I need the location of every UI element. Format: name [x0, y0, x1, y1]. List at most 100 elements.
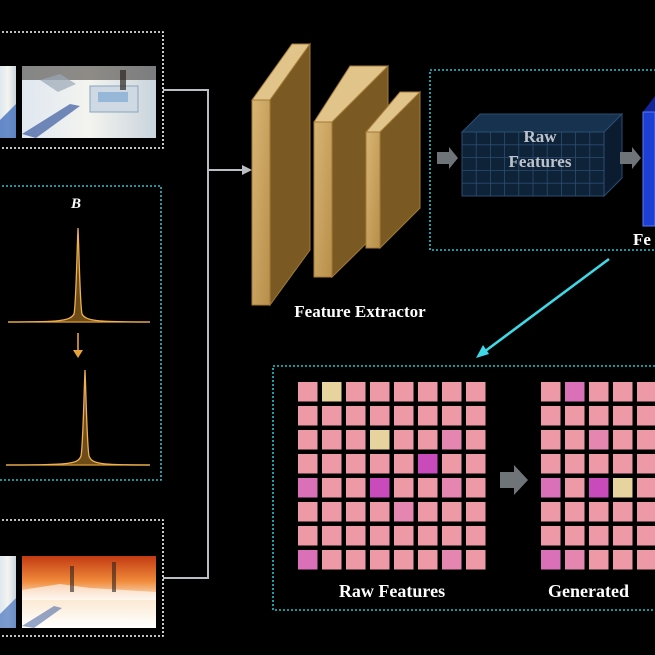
generated-features-grid — [541, 382, 655, 570]
raw-features-caption: Raw Features — [339, 581, 445, 601]
feature-cell — [442, 406, 462, 426]
feature-cell — [394, 454, 414, 474]
feature-cell — [589, 406, 609, 426]
feature-cell — [346, 478, 366, 498]
feature-cell — [370, 454, 390, 474]
extractor-block-3 — [364, 90, 422, 250]
feature-cell — [298, 502, 318, 522]
feature-cell — [370, 478, 390, 498]
feature-cell — [589, 382, 609, 402]
feature-cell — [466, 382, 486, 402]
feature-cell — [322, 502, 342, 522]
feature-cell — [541, 526, 561, 546]
camera-image-2 — [22, 66, 156, 138]
feature-cell — [394, 406, 414, 426]
feature-cell — [346, 502, 366, 522]
feature-cell — [346, 406, 366, 426]
feature-cell — [370, 526, 390, 546]
feature-cell — [613, 406, 633, 426]
feature-cell — [541, 382, 561, 402]
b-title: B — [70, 196, 81, 212]
raw-features-grid — [298, 382, 486, 570]
feature-cell — [370, 502, 390, 522]
fe-label: Fe — [633, 230, 651, 249]
feature-cell — [394, 382, 414, 402]
feature-cell — [442, 550, 462, 570]
feature-cell — [322, 430, 342, 450]
feature-cell — [298, 550, 318, 570]
feature-cell — [370, 430, 390, 450]
feature-cell — [394, 550, 414, 570]
b-distribution-frame: B — [0, 185, 162, 481]
top-image-frame — [0, 31, 164, 149]
feature-cell — [589, 430, 609, 450]
feature-cell — [346, 526, 366, 546]
raw-features-frame: Raw Features Fe — [429, 69, 655, 251]
bottom-image-frame — [0, 519, 164, 637]
generated-caption: Generated — [548, 581, 629, 601]
feature-cell — [589, 478, 609, 498]
feature-cell — [418, 550, 438, 570]
feature-cell — [466, 406, 486, 426]
extractor-block-1 — [251, 42, 311, 307]
feature-cell — [418, 430, 438, 450]
feature-cell — [322, 526, 342, 546]
feature-cell — [466, 478, 486, 498]
feature-cell — [298, 382, 318, 402]
feature-cell — [637, 454, 655, 474]
feature-cell — [370, 550, 390, 570]
feature-cell — [346, 550, 366, 570]
feature-cell — [322, 478, 342, 498]
feature-extractor-label: Feature Extractor — [294, 302, 426, 321]
feature-cell — [565, 454, 585, 474]
feature-cell — [637, 406, 655, 426]
feature-cell — [637, 478, 655, 498]
feature-cell — [541, 478, 561, 498]
feature-cell — [541, 550, 561, 570]
feature-cell — [466, 526, 486, 546]
feature-cell — [370, 382, 390, 402]
feature-cell — [394, 526, 414, 546]
feature-cell — [298, 406, 318, 426]
feature-cell — [637, 550, 655, 570]
feature-cell — [442, 382, 462, 402]
feature-cell — [613, 382, 633, 402]
feature-cell — [613, 478, 633, 498]
feature-cell — [442, 502, 462, 522]
feature-cell — [565, 550, 585, 570]
down-arrow — [73, 333, 83, 358]
feature-cell — [418, 454, 438, 474]
feature-cell — [298, 454, 318, 474]
feature-cell — [541, 430, 561, 450]
feature-cell — [370, 406, 390, 426]
raw-block-label-line1: Raw — [523, 127, 557, 146]
feature-cell — [322, 382, 342, 402]
feature-cell — [466, 430, 486, 450]
feature-cell — [466, 550, 486, 570]
feature-cell — [418, 382, 438, 402]
feature-cell — [298, 478, 318, 498]
feature-cell — [637, 526, 655, 546]
feature-cell — [613, 526, 633, 546]
grid-arrow — [500, 465, 528, 495]
arrow-to-raw-block — [437, 147, 458, 169]
arrow-to-blue-block — [620, 147, 641, 169]
feature-cell — [565, 382, 585, 402]
feature-cell — [394, 430, 414, 450]
feature-cell — [613, 454, 633, 474]
raw-features-block: Raw Features — [460, 112, 624, 198]
blue-feature-block — [642, 96, 655, 227]
feature-cell — [613, 430, 633, 450]
feature-cell — [613, 502, 633, 522]
feature-cell — [346, 430, 366, 450]
feature-cell — [322, 454, 342, 474]
feature-cell — [637, 382, 655, 402]
feature-cell — [418, 406, 438, 426]
feature-cell — [346, 382, 366, 402]
connector-lines — [163, 89, 252, 579]
feature-cell — [394, 478, 414, 498]
feature-grids-frame: Raw Features Generated — [272, 365, 655, 611]
feature-cell — [418, 478, 438, 498]
feature-cell — [637, 502, 655, 522]
feature-cell — [418, 526, 438, 546]
